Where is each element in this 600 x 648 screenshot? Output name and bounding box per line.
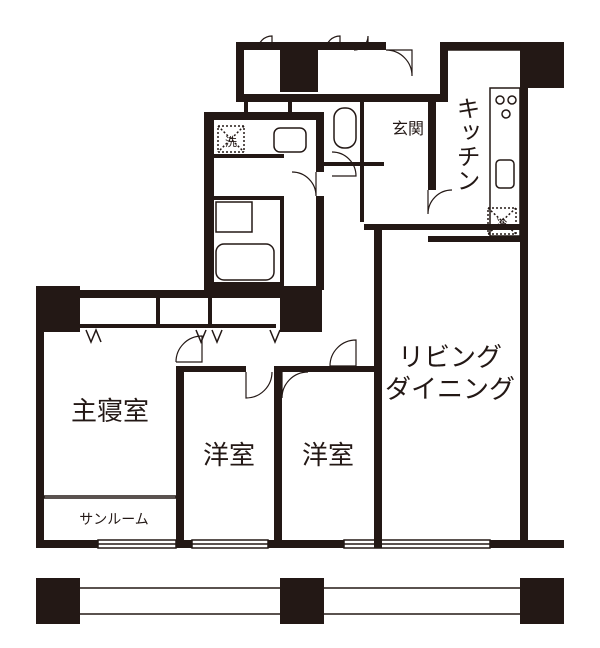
structural-columns — [36, 42, 564, 624]
kitchen-label: キッチン — [452, 96, 480, 192]
western-room-2-label: 洋室 — [302, 441, 354, 471]
doors — [85, 35, 453, 399]
sunroom-label: サンルーム — [79, 512, 149, 528]
master-bedroom-label: 主寝室 — [71, 397, 149, 427]
western-room-1-label: 洋室 — [203, 441, 255, 471]
fixtures — [215, 87, 521, 281]
fridge-symbol: 冷 — [497, 217, 508, 230]
windows — [80, 43, 521, 615]
living-dining-label-line2: ダイニング — [385, 375, 515, 405]
interior-walls — [43, 94, 528, 548]
washer-symbol: 洗 — [225, 135, 237, 149]
entrance-label: 玄関 — [392, 119, 424, 138]
living-dining-label-line1: リビング — [398, 343, 502, 373]
